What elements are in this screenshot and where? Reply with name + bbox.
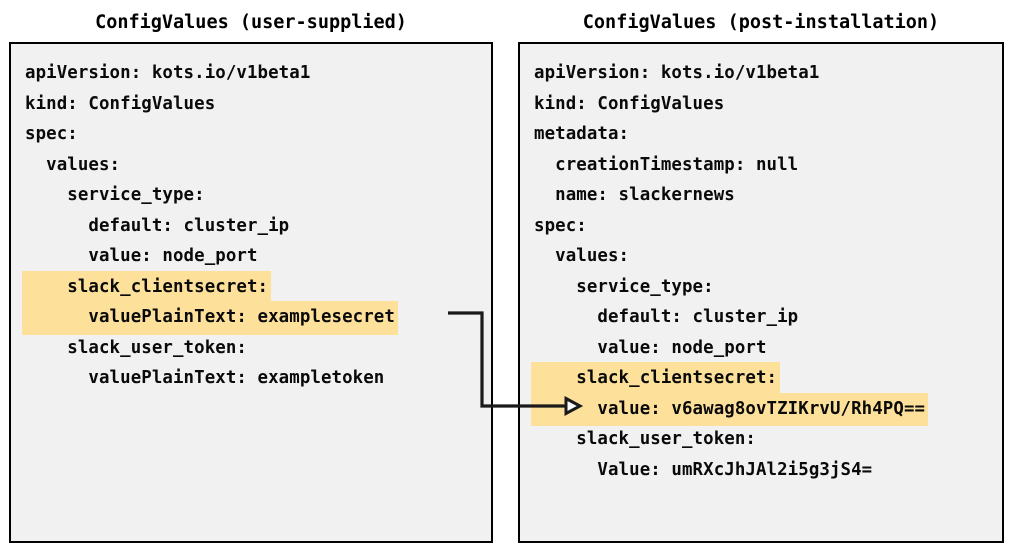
yaml-line: apiVersion: kots.io/v1beta1 (520, 57, 1002, 88)
yaml-line-text: default: cluster_ip (534, 307, 799, 327)
yaml-line-text: slack_clientsecret: (22, 270, 272, 304)
yaml-line-text: spec: (534, 215, 587, 236)
yaml-line: value: node_port (11, 240, 491, 271)
config-values-post-installation-panel: apiVersion: kots.io/v1beta1 kind: ConfigV… (518, 42, 1004, 543)
yaml-line: valuePlainText: exampletoken (11, 362, 491, 393)
yaml-line-text: apiVersion: kots.io/v1beta1 (25, 63, 311, 83)
yaml-line-text: kind: ConfigValues (25, 93, 216, 114)
config-values-user-supplied-panel: apiVersion: kots.io/v1beta1 kind: ConfigV… (9, 42, 493, 543)
yaml-line-text: values: (534, 246, 630, 266)
yaml-line-text: spec: (25, 124, 78, 144)
yaml-line-text: value: v6awag8ovTZIKrvU/Rh4PQ== (531, 392, 929, 426)
yaml-line: spec: (11, 118, 491, 149)
yaml-line: name: slackernews (520, 179, 1002, 210)
yaml-line: slack_clientsecret: (520, 362, 1002, 396)
yaml-line-text: slack_user_token: (534, 429, 756, 449)
yaml-line: slack_clientsecret: (11, 270, 491, 304)
yaml-line-text: metadata: (534, 124, 630, 144)
yaml-line: slack_user_token: (11, 332, 491, 363)
yaml-line: slack_user_token: (520, 423, 1002, 454)
yaml-line-text: value: node_port (534, 337, 767, 358)
yaml-line: value: node_port (520, 332, 1002, 363)
left-panel-title: ConfigValues (user-supplied) (95, 12, 407, 33)
left-yaml-block: apiVersion: kots.io/v1beta1 kind: ConfigV… (11, 44, 491, 393)
yaml-line-text: default: cluster_ip (25, 215, 290, 236)
yaml-line: values: (520, 240, 1002, 271)
yaml-line: service_type: (11, 179, 491, 210)
yaml-line: metadata: (520, 118, 1002, 149)
right-yaml-block: apiVersion: kots.io/v1beta1 kind: ConfigV… (520, 44, 1002, 484)
yaml-line-text: kind: ConfigValues (534, 93, 725, 114)
yaml-line: kind: ConfigValues (11, 88, 491, 119)
yaml-line-text: name: slackernews (534, 185, 735, 205)
yaml-line-text: slack_clientsecret: (531, 362, 781, 396)
yaml-line-text: valuePlainText: examplesecret (22, 301, 398, 335)
right-panel-title: ConfigValues (post-installation) (582, 12, 940, 33)
yaml-line-text: Value: umRXcJhJAl2i5g3jS4= (534, 459, 873, 480)
yaml-line-text: valuePlainText: exampletoken (25, 368, 385, 388)
yaml-line: apiVersion: kots.io/v1beta1 (11, 57, 491, 88)
yaml-line: creationTimestamp: null (520, 149, 1002, 180)
yaml-line: spec: (520, 210, 1002, 241)
yaml-line: kind: ConfigValues (520, 88, 1002, 119)
yaml-line-text: apiVersion: kots.io/v1beta1 (534, 63, 820, 83)
yaml-line: default: cluster_ip (520, 301, 1002, 332)
yaml-line-text: service_type: (534, 276, 714, 297)
yaml-line-text: values: (25, 154, 121, 175)
yaml-line: Value: umRXcJhJAl2i5g3jS4= (520, 454, 1002, 485)
yaml-line: value: v6awag8ovTZIKrvU/Rh4PQ== (520, 392, 1002, 426)
yaml-line: default: cluster_ip (11, 210, 491, 241)
yaml-line-text: creationTimestamp: null (534, 154, 799, 175)
yaml-line-text: slack_user_token: (25, 337, 247, 358)
yaml-line: values: (11, 149, 491, 180)
yaml-line: service_type: (520, 271, 1002, 302)
yaml-line-text: value: node_port (25, 246, 258, 266)
yaml-line: valuePlainText: examplesecret (11, 301, 491, 335)
yaml-line-text: service_type: (25, 185, 205, 205)
